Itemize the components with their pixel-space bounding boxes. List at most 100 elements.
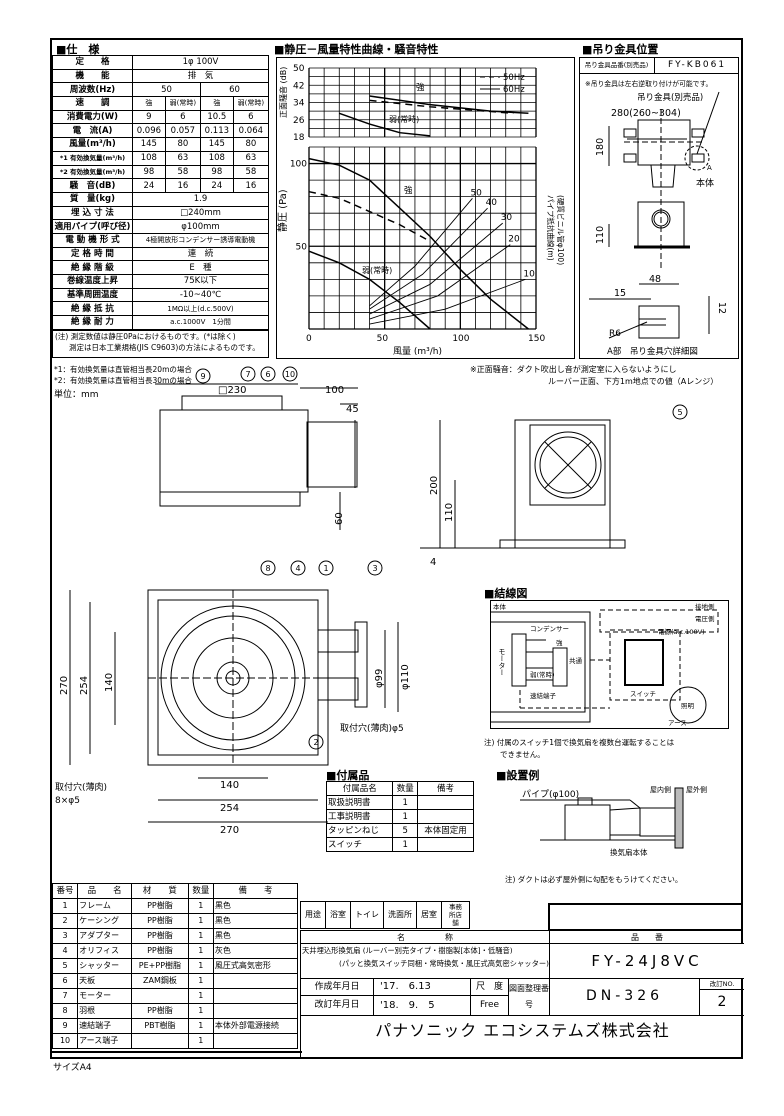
noise-tick: 34 [293,99,305,109]
callout-number: 2 [313,738,318,747]
dim-r6: R6 [609,329,621,339]
parts-cell: 4 [51,943,79,959]
parts-cell: PBT樹脂 [131,1018,189,1034]
wiring-ground-side: 接地側 [695,602,715,611]
accessories-title: ■付属品 [326,769,370,782]
parts-cell: 本体外部電源接続 [212,1018,299,1034]
product-part-no: FY-24J8VC [549,944,744,978]
parts-cell [131,1033,189,1049]
noise-label-weak: 弱(常時) [389,115,419,124]
callout-circle [260,366,276,382]
x-tick: 150 [528,334,545,344]
dim-110-hanger: 110 [595,226,606,244]
x-tick: 0 [306,334,312,344]
wiring-note-1: 注) 付属のスイッチ1個で換気扇を複数台運転することは [484,738,675,747]
wiring-switch: スイッチ [630,690,656,698]
pipe-curve [369,244,511,320]
accessories-header: 付属品名 [325,781,394,796]
callout-circle [308,734,324,750]
top-view [69,589,399,823]
callout-circle [282,366,298,382]
parts-cell: 1 [187,1018,214,1034]
accessories-cell: 工事説明書 [325,809,394,824]
part-header: 品 番 [549,931,744,944]
parts-cell: 羽根 [77,1003,133,1019]
spec-value: a.c.1000V 1分間 [132,315,269,330]
parts-cell: 1 [187,913,214,929]
parts-cell [212,1003,299,1019]
wiring-note-2: できません。 [500,750,545,759]
noise-label-strong: 強 [416,82,425,93]
unit-label: 単位：mm [54,390,99,400]
accessories-header: 備考 [417,781,474,796]
noise-ylabel: 正面騒音 (dB) [278,67,288,118]
install-diagram: パイプ(φ100) 屋内側 屋外側 換気扇本体 [520,785,707,857]
created-date: '17. 6.13 [374,978,471,996]
parts-cell: 黒色 [212,913,299,929]
parts-cell: 黒色 [212,928,299,944]
hanger-bracket-label: 吊り金具(別売品) [637,92,703,103]
pressure-ylabel: 静圧 (Pa) [276,189,289,232]
callout-number: 5 [677,408,682,417]
parts-cell: 1 [187,928,214,944]
parts-cell: 8 [51,1003,79,1019]
parts-cell: 1 [187,943,214,959]
side-view [155,383,358,530]
pipe-length-label: 30 [501,213,513,223]
noise-note: ※正面騒音：ダクト吹出し音が測定室に入らないようにし [470,364,677,374]
hanger-box [579,57,739,359]
parts-cell: 速結端子 [77,1018,133,1034]
callout-circle [318,560,334,576]
pipe-curve [369,198,473,307]
noise-curve [339,112,431,137]
dim-180: 180 [595,138,606,156]
title-blank-box [548,903,742,931]
parts-cell [212,973,299,989]
dim-15: 15 [614,288,626,299]
accessories-cell: 1 [392,795,419,810]
accessories-cell: 本体固定用 [417,823,474,838]
hanger-drawing: ※吊り金具は左右逆取り付けが可能です。 吊り金具(別売品) 280(260~30… [585,79,727,357]
pressure-curve [308,250,431,330]
callout-circle [672,404,688,420]
pipe-curve [369,222,503,315]
pipe-length-label: 50 [470,188,482,198]
scale-label: 尺 度 [471,978,509,996]
callout-number: 3 [372,564,377,573]
chart-box [276,57,575,359]
accessories-cell: 取扱説明書 [325,795,394,810]
wiring-terminal: 速結端子 [530,691,557,700]
parts-cell: 3 [51,928,79,944]
parts-cell: 1 [187,988,214,1004]
parts-cell: 6 [51,973,79,989]
noise-tick: 26 [293,116,305,126]
accessories-header: 数量 [392,781,419,796]
parts-cell: 1 [187,1033,214,1049]
parts-cell: アース端子 [77,1033,133,1049]
parts-cell: PP樹脂 [131,913,189,929]
x-tick: 50 [377,334,389,344]
callout-number: 4 [295,564,300,573]
accessories-cell [417,837,474,852]
dim-254-v: 254 [79,676,90,695]
use-cell: トイレ [350,901,384,929]
hanger-title: ■吊り金具位置 [582,43,659,56]
uses-table: 用途浴室トイレ洗面所居室事務所店舗 [300,901,470,929]
hole-label-1: 取付穴(薄肉)φ5 [340,722,404,734]
parts-cell: 1 [187,958,214,974]
dim-sq230: □230 [218,385,247,396]
noise-curve [369,95,529,115]
wiring-earth: アース [668,719,687,727]
parts-rule [52,1051,302,1053]
revised-label: 改訂年月日 [301,996,374,1015]
